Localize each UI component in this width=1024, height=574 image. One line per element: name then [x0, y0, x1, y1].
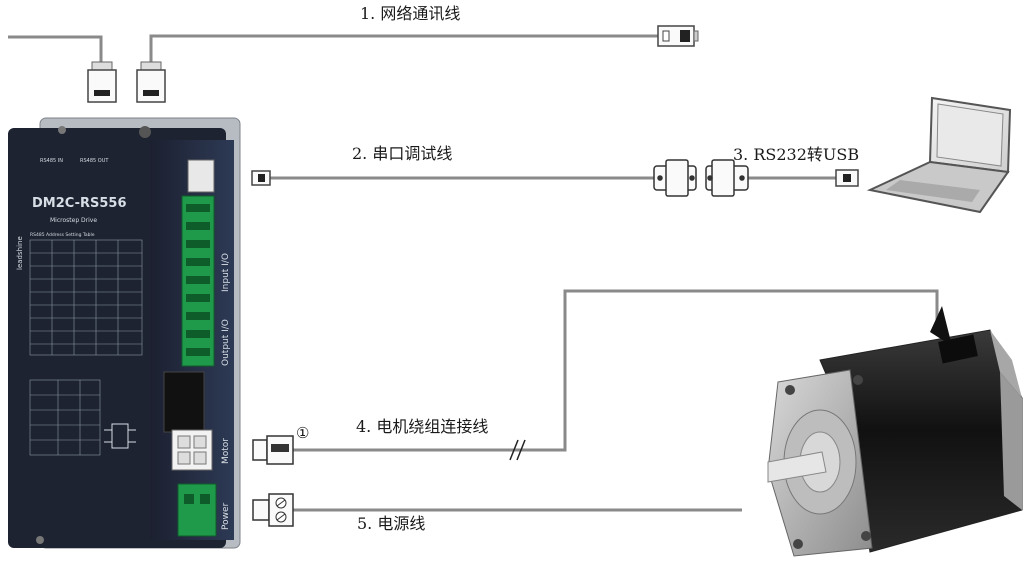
- driver-unit: [8, 117, 241, 549]
- label-serial-cable: 2. 串口调试线: [352, 144, 453, 163]
- driver-port-rs485-in: RS485 IN: [40, 158, 63, 164]
- driver-subtitle: Microstep Drive: [50, 217, 97, 224]
- rj45-connector-out: [136, 61, 166, 103]
- address-table: [29, 239, 143, 456]
- driver-section-output: Output I/O: [221, 319, 231, 366]
- label-connector-mark: ①: [296, 424, 310, 442]
- db9-male: [705, 159, 749, 197]
- rj45-connector-in: [87, 61, 117, 103]
- motor-pinout-symbol: [104, 423, 136, 449]
- power-terminal: [177, 483, 217, 537]
- db9-female: [653, 159, 697, 197]
- driver-brand: leadshine: [16, 236, 24, 270]
- label-network-cable: 1. 网络通讯线: [360, 4, 461, 23]
- driver-section-input: Input I/O: [221, 253, 231, 292]
- rj45-plug-far: [657, 25, 699, 47]
- driver-section-power: Power: [221, 502, 231, 530]
- laptop-icon: [866, 96, 1012, 214]
- driver-model: DM2C-RS556: [32, 196, 127, 211]
- motor-cable: [293, 289, 939, 452]
- label-rs232-usb: 3. RS232转USB: [733, 145, 860, 164]
- driver-section-motor: Motor: [221, 438, 231, 464]
- power-plug: [252, 493, 294, 527]
- rs232-port: [187, 159, 215, 193]
- motor-plug: [252, 435, 294, 465]
- input-terminal-block: [181, 195, 215, 367]
- driver-table-title: RS485 Address Setting Table: [30, 232, 95, 238]
- usb-plug: [835, 169, 859, 187]
- serial-plug-driver: [251, 170, 271, 186]
- network-cable: [8, 34, 660, 62]
- label-power-cable: 5. 电源线: [357, 514, 426, 533]
- label-motor-cable: 4. 电机绕组连接线: [356, 417, 489, 436]
- motor-port: [163, 371, 213, 471]
- stepper-motor: [767, 306, 1023, 557]
- driver-port-rs485-out: RS485 OUT: [80, 158, 109, 164]
- motor-cable-break: [509, 439, 526, 461]
